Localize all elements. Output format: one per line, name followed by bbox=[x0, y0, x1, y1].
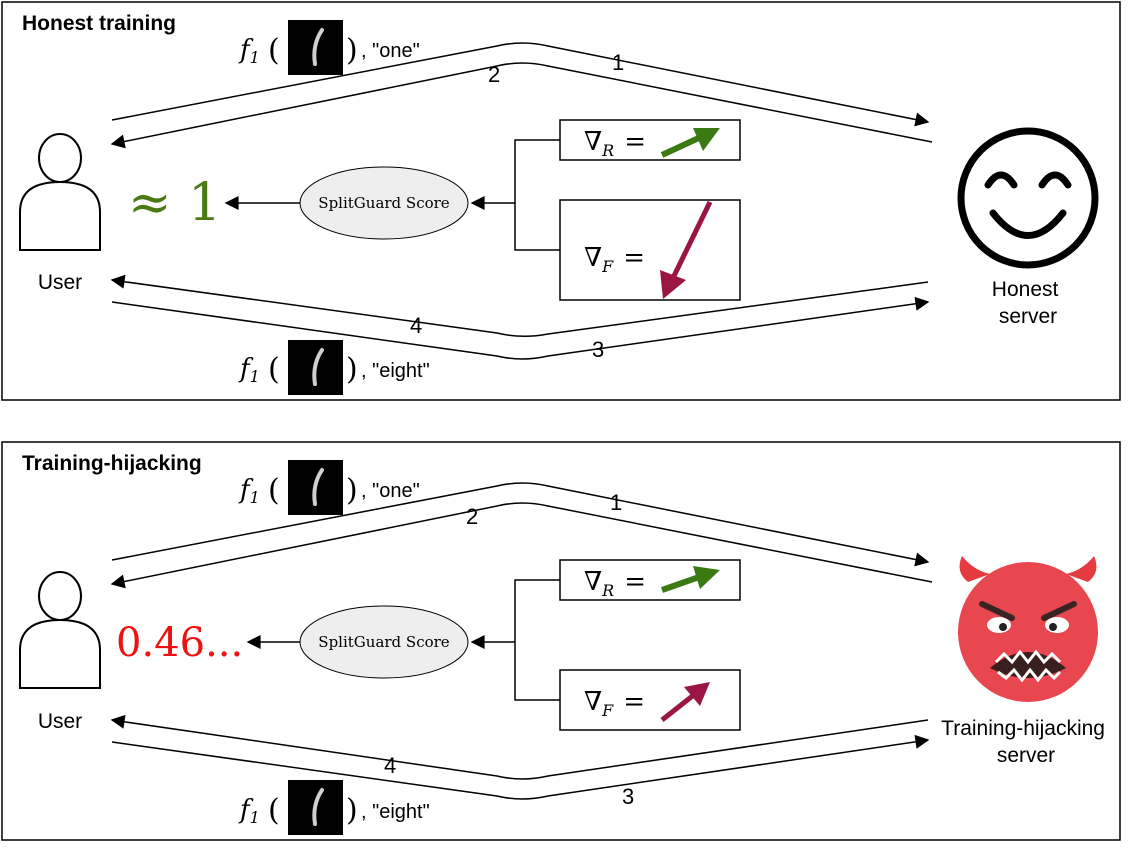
arrow-step-1 bbox=[111, 42, 930, 127]
gradient-regular-label: ∇R= bbox=[584, 567, 646, 600]
regular-gradient-arrow bbox=[660, 128, 720, 158]
gradient-fake-box bbox=[559, 669, 741, 731]
svg-text:(: ( bbox=[268, 473, 280, 508]
bottom-message-label: f1 ( ) , "eight" bbox=[238, 780, 430, 835]
user-label: User bbox=[38, 710, 82, 733]
step-number-1: 1 bbox=[610, 490, 622, 515]
splitguard-score-label: SplitGuard Score bbox=[318, 633, 450, 651]
svg-text:f1: f1 bbox=[238, 795, 260, 827]
user-icon bbox=[19, 571, 101, 689]
step-number-2: 2 bbox=[488, 62, 500, 87]
splitguard-score-label: SplitGuard Score bbox=[318, 194, 450, 212]
svg-text:): ) bbox=[346, 793, 358, 828]
step-number-1: 1 bbox=[612, 50, 624, 75]
step-number-4: 4 bbox=[410, 313, 422, 338]
svg-text:): ) bbox=[346, 33, 358, 68]
arrow-step-2 bbox=[110, 502, 933, 589]
score-value: 0.46... bbox=[116, 620, 243, 666]
top-message-label: f1 ( ) , "one" bbox=[238, 20, 420, 75]
svg-text:f1: f1 bbox=[238, 35, 260, 67]
svg-text:f1: f1 bbox=[238, 475, 260, 507]
user-icon bbox=[19, 133, 101, 251]
gradient-fake-label: ∇F= bbox=[584, 687, 645, 720]
handwritten-digit-one-icon bbox=[288, 20, 343, 75]
server-label: Honest server bbox=[992, 278, 1064, 328]
svg-text:f1: f1 bbox=[238, 354, 260, 386]
panel-border bbox=[1, 441, 1121, 841]
svg-text:(: ( bbox=[268, 793, 280, 828]
panel-border bbox=[1, 1, 1121, 401]
svg-text:): ) bbox=[346, 352, 358, 387]
arrow-step-3 bbox=[111, 734, 930, 800]
gradient-connector bbox=[514, 139, 560, 251]
angry-devil-icon bbox=[958, 556, 1098, 702]
gradient-connector bbox=[514, 579, 560, 701]
fake-gradient-arrow bbox=[660, 682, 710, 722]
step-number-3: 3 bbox=[622, 784, 634, 809]
handwritten-digit-one-icon bbox=[288, 780, 343, 835]
smiley-face-icon bbox=[957, 127, 1099, 269]
step-number-4: 4 bbox=[384, 753, 396, 778]
score-value: ≈ 1 bbox=[128, 173, 221, 233]
svg-text:(: ( bbox=[268, 33, 280, 68]
gradient-fake-box bbox=[559, 199, 741, 301]
svg-text:, "one": , "one" bbox=[361, 40, 420, 62]
user-label: User bbox=[38, 271, 82, 294]
bottom-message-label: f1 ( ) , "eight" bbox=[238, 340, 430, 395]
panel-training-hijacking: Training-hijacking User Training-hijacki… bbox=[1, 441, 1121, 841]
server-label: Training-hijacking server bbox=[941, 717, 1111, 767]
fake-gradient-arrow bbox=[660, 200, 713, 299]
panel-title: Training-hijacking bbox=[22, 452, 202, 475]
svg-text:(: ( bbox=[268, 352, 280, 387]
svg-text:, "eight": , "eight" bbox=[361, 801, 430, 823]
svg-text:): ) bbox=[346, 473, 358, 508]
step-number-3: 3 bbox=[592, 337, 604, 362]
svg-text:, "eight": , "eight" bbox=[361, 360, 430, 382]
panel-title: Honest training bbox=[22, 12, 176, 35]
panel-honest-training: Honest training User Honest server 1 2 f… bbox=[1, 1, 1121, 401]
arrow-step-3 bbox=[111, 296, 930, 360]
handwritten-digit-one-icon bbox=[288, 340, 343, 395]
arrow-step-4 bbox=[110, 274, 929, 337]
regular-gradient-arrow bbox=[661, 566, 720, 593]
handwritten-digit-one-icon bbox=[288, 460, 343, 515]
arrow-step-1 bbox=[111, 482, 930, 567]
step-number-2: 2 bbox=[466, 504, 478, 529]
svg-text:, "one": , "one" bbox=[361, 480, 420, 502]
gradient-regular-label: ∇R= bbox=[584, 127, 646, 160]
gradient-fake-label: ∇F= bbox=[584, 243, 645, 276]
arrow-step-2 bbox=[110, 62, 933, 149]
top-message-label: f1 ( ) , "one" bbox=[238, 460, 420, 515]
arrow-step-4 bbox=[110, 714, 929, 780]
